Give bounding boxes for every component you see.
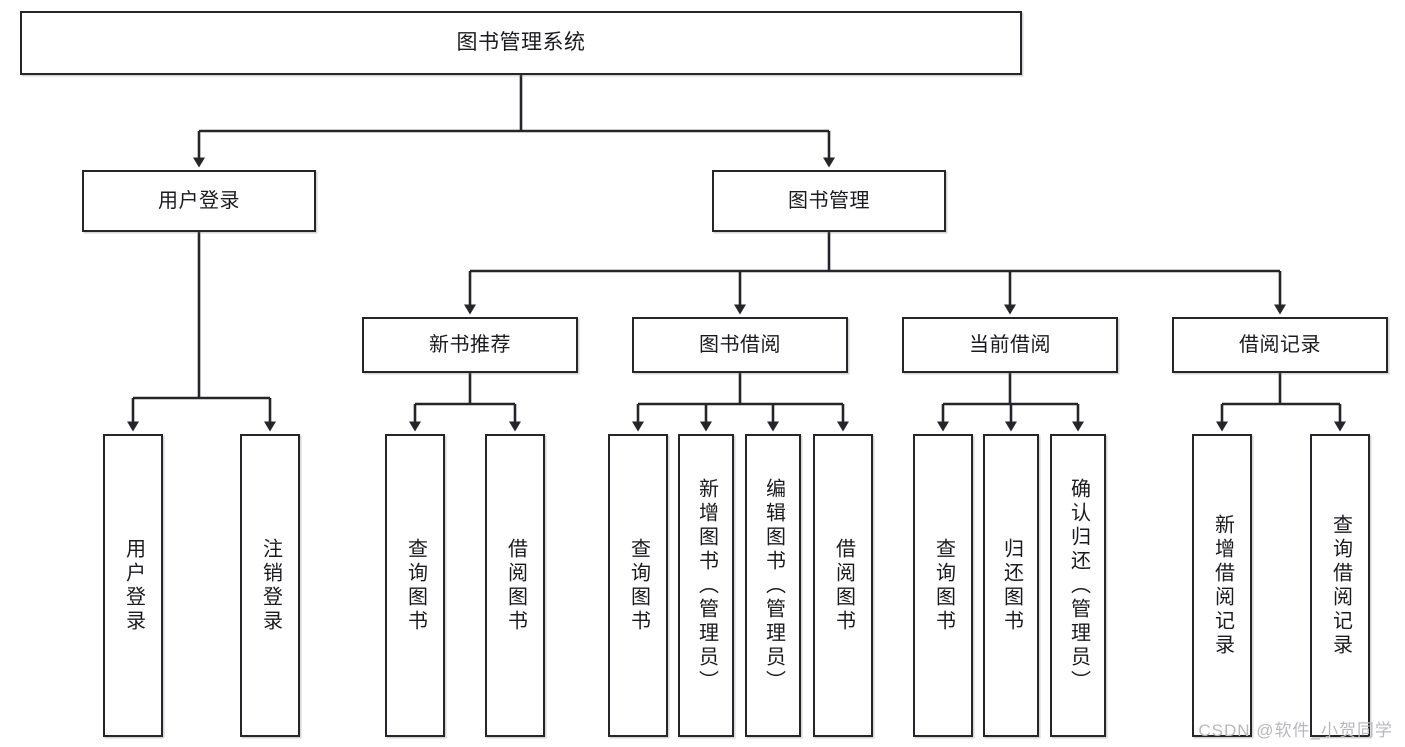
node-label: 编辑图书（管理员） [762, 477, 785, 694]
node-label: 新增图书（管理员） [695, 477, 718, 694]
node-label: 归还图书 [1000, 537, 1023, 634]
node-leaf-8[interactable]: 查询图书 [913, 434, 973, 737]
node-body: 图书借阅 [634, 319, 846, 371]
node-label: 用户登录 [122, 537, 145, 634]
node-body: 借阅图书 [815, 436, 871, 735]
node-leaf-11[interactable]: 新增借阅记录 [1192, 434, 1252, 737]
node-body: 用户登录 [105, 436, 161, 735]
node-label: 新书推荐 [429, 333, 511, 356]
node-root-title[interactable]: 图书管理系统 [20, 11, 1022, 75]
node-leaf-2[interactable]: 查询图书 [385, 434, 445, 737]
node-body: 确认归还（管理员） [1052, 436, 1104, 735]
node-label: 查询图书 [932, 537, 955, 634]
node-label: 查询图书 [404, 537, 427, 634]
node-leaf-6[interactable]: 编辑图书（管理员） [745, 434, 801, 737]
node-leaf-4[interactable]: 查询图书 [608, 434, 668, 737]
node-level2-0[interactable]: 新书推荐 [362, 317, 578, 373]
node-leaf-12[interactable]: 查询借阅记录 [1310, 434, 1370, 737]
node-body: 图书管理 [714, 172, 944, 230]
node-body: 编辑图书（管理员） [747, 436, 799, 735]
node-leaf-1[interactable]: 注销登录 [240, 434, 300, 737]
node-body: 新增图书（管理员） [680, 436, 732, 735]
node-body: 查询图书 [915, 436, 971, 735]
node-leaf-5[interactable]: 新增图书（管理员） [678, 434, 734, 737]
node-leaf-9[interactable]: 归还图书 [983, 434, 1039, 737]
node-body: 新增借阅记录 [1194, 436, 1250, 735]
node-body: 归还图书 [985, 436, 1037, 735]
node-body: 查询图书 [610, 436, 666, 735]
node-level1-0[interactable]: 用户登录 [82, 170, 316, 232]
node-label: 借阅记录 [1239, 333, 1321, 356]
node-label: 新增借阅记录 [1211, 513, 1234, 658]
node-label: 借阅图书 [504, 537, 527, 634]
node-label: 图书管理系统 [456, 30, 586, 54]
node-label: 当前借阅 [969, 333, 1051, 356]
node-level2-1[interactable]: 图书借阅 [632, 317, 848, 373]
node-body: 注销登录 [242, 436, 298, 735]
node-leaf-0[interactable]: 用户登录 [103, 434, 163, 737]
node-level1-1[interactable]: 图书管理 [712, 170, 946, 232]
node-body: 查询借阅记录 [1312, 436, 1368, 735]
node-level2-3[interactable]: 借阅记录 [1172, 317, 1388, 373]
node-label: 图书管理 [788, 189, 870, 212]
node-leaf-7[interactable]: 借阅图书 [813, 434, 873, 737]
node-label: 查询借阅记录 [1329, 513, 1352, 658]
node-body: 查询图书 [387, 436, 443, 735]
node-body: 借阅记录 [1174, 319, 1386, 371]
node-label: 查询图书 [627, 537, 650, 634]
node-body: 图书管理系统 [22, 13, 1020, 73]
node-label: 注销登录 [259, 537, 282, 634]
node-label: 确认归还（管理员） [1067, 477, 1090, 694]
node-level2-2[interactable]: 当前借阅 [902, 317, 1118, 373]
node-body: 新书推荐 [364, 319, 576, 371]
node-body: 借阅图书 [487, 436, 543, 735]
node-body: 用户登录 [84, 172, 314, 230]
node-label: 借阅图书 [832, 537, 855, 634]
node-leaf-10[interactable]: 确认归还（管理员） [1050, 434, 1106, 737]
node-leaf-3[interactable]: 借阅图书 [485, 434, 545, 737]
node-label: 用户登录 [158, 189, 240, 212]
node-label: 图书借阅 [699, 333, 781, 356]
node-body: 当前借阅 [904, 319, 1116, 371]
